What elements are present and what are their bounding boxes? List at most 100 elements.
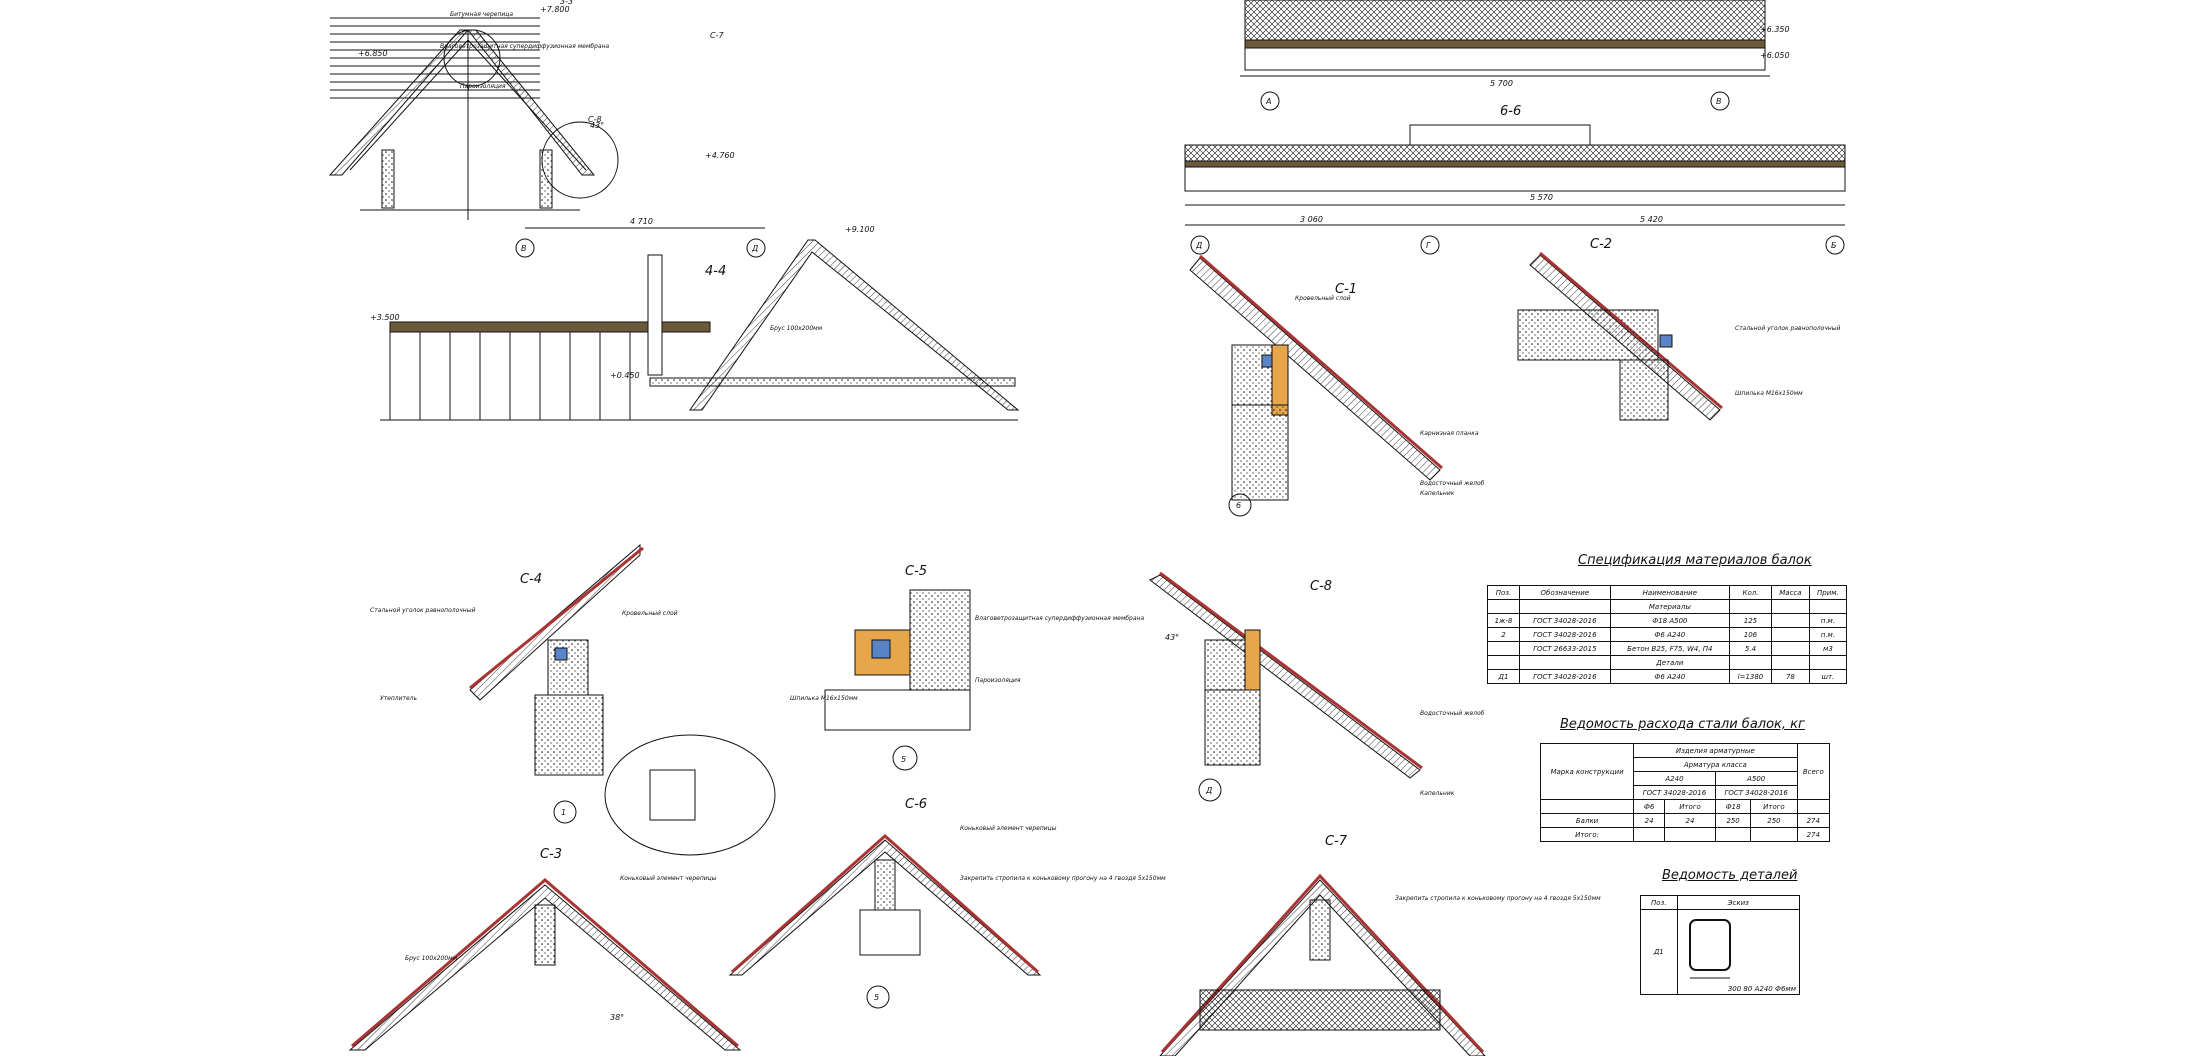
cell	[1750, 827, 1798, 842]
roof-slope-right	[466, 29, 596, 176]
steel-h-total: Всего	[1796, 743, 1831, 800]
table-row: Итого:274	[1539, 827, 1831, 842]
c5-axis: 5	[901, 755, 906, 764]
cell: 78	[1771, 669, 1810, 684]
cell: 2	[1487, 627, 1520, 642]
anno-4-4: Брус 100х200мм	[770, 325, 823, 332]
details-dim: 300	[1727, 985, 1742, 993]
mark-c6: С-6	[905, 797, 927, 812]
cell: ГОСТ 34028-2016	[1518, 613, 1611, 628]
mark-6-6: 6-6	[1500, 104, 1521, 119]
c2-bolt	[1659, 334, 1673, 348]
details-table: Поз. Эскиз Д1 300 80 А240 Ф6мм	[1640, 894, 1801, 995]
table-row: Д1 300 80 А240 Ф6мм	[1640, 909, 1801, 995]
elev-7800: +7.800	[540, 5, 570, 14]
elev-3500: +3.500	[370, 313, 400, 322]
c2-anno-2: Шпилька М16х150мм	[1735, 390, 1803, 397]
steel-h-a500: А500	[1714, 771, 1798, 786]
cell: ГОСТ 34028-2016	[1518, 669, 1611, 684]
dim-5700: 5 700	[1490, 79, 1513, 88]
angle-43: 43°	[590, 121, 604, 130]
cell: шт.	[1808, 669, 1848, 684]
cell	[1633, 827, 1666, 842]
steel-h-products: Изделия арматурные	[1633, 743, 1798, 758]
cell: Ф18	[1714, 799, 1752, 814]
mark-c4: С-4	[520, 572, 542, 587]
cell: Ф6	[1633, 799, 1666, 814]
legend-text-1: Битумная черепица	[450, 11, 513, 18]
c1-bolt	[1261, 354, 1273, 368]
node-c4: С-4 1 Стальной уголок равнополочный Утеп…	[370, 543, 776, 856]
elev-6350: +6.350	[1760, 25, 1790, 34]
axis-v2: В	[1716, 97, 1722, 106]
steel-h-gost1: ГОСТ 34028-2016	[1633, 785, 1716, 800]
mark-c8: С-8	[1310, 579, 1332, 594]
elev-9100: +9.100	[845, 225, 875, 234]
c6-axis: 5	[874, 993, 879, 1002]
c6-ridge	[874, 859, 896, 911]
cell	[1664, 827, 1716, 842]
steel-h-gost2: ГОСТ 34028-2016	[1714, 785, 1798, 800]
c3-anno-2: Коньковый элемент черепицы	[620, 875, 717, 882]
axis-g: Г	[1426, 241, 1431, 250]
steel-h-mark: Марка конструкции	[1539, 743, 1635, 800]
node-c2: С-2 Стальной уголок равнополочный Шпильк…	[1517, 237, 1840, 421]
c2-anno-1: Стальной уголок равнополочный	[1735, 325, 1840, 332]
spec-section-row: Детали	[1487, 655, 1848, 670]
dim-3060: 3 060	[1300, 215, 1323, 224]
cell: Итого	[1664, 799, 1716, 814]
spec-header-row: Поз. Обозначение Наименование Кол. Масса…	[1487, 585, 1848, 600]
c8-mauerlat	[1244, 629, 1261, 691]
node-c5: С-5 5 Влаговетрозащитная супердиффузионн…	[790, 564, 1144, 771]
c5-floor	[824, 689, 971, 731]
details-note: А240 Ф6мм	[1754, 985, 1796, 993]
cell: ГОСТ 34028-2016	[1518, 627, 1611, 642]
details-sketch-cell: 300 80 А240 Ф6мм	[1676, 909, 1801, 995]
details-header-row: Поз. Эскиз	[1640, 894, 1801, 911]
c1-axis: 6	[1236, 501, 1241, 510]
spec-section-materials: Материалы	[1609, 599, 1730, 614]
elev-6050: +6.050	[1760, 51, 1790, 60]
cell: 24	[1664, 813, 1716, 828]
c1-anno-4: Капельник	[1420, 490, 1455, 497]
axis-b: Б	[1831, 241, 1837, 250]
cell: Балки	[1539, 813, 1635, 828]
spec-h-pos: Поз.	[1487, 585, 1520, 600]
c1-anno-3: Водосточный желоб	[1420, 480, 1485, 487]
c5-anno-2: Пароизоляция	[975, 677, 1021, 684]
wall-left	[381, 149, 395, 209]
c4-anno-2: Утеплитель	[380, 695, 418, 702]
c8-axis: Д	[1205, 786, 1212, 795]
spec-h-designation: Обозначение	[1518, 585, 1611, 600]
axis-v: В	[521, 244, 527, 253]
c8-anno-2: Капельник	[1420, 790, 1455, 797]
mark-c7: С-7	[1325, 834, 1348, 849]
node-c3: С-3 38° Брус 100х200мм Коньковый элемент…	[348, 847, 742, 1051]
c2-beam	[1619, 359, 1669, 421]
c4-axis: 1	[561, 808, 566, 817]
cell	[1714, 827, 1752, 842]
c8-wall	[1204, 689, 1261, 766]
c3-ridge	[534, 904, 556, 966]
details-dim2: 80	[1743, 985, 1753, 993]
spec-table-title: Спецификация материалов балок	[1578, 553, 1812, 568]
cell: Итого:	[1539, 827, 1635, 842]
c1-wall	[1231, 404, 1289, 501]
c6-roof	[728, 839, 1042, 976]
node-c8: С-8 Д 43° Водосточный желоб Капельник	[1149, 571, 1485, 802]
c1-anno-2: Карнизная планка	[1420, 430, 1479, 437]
elev-0450: +0.450	[610, 371, 640, 380]
c1-beam	[1231, 344, 1273, 406]
insulation-band-2	[1184, 144, 1846, 162]
section-4-4: 4-4 +9.100 +3.500 +0.450 Брус 100х200мм	[370, 225, 1020, 421]
mark-c2: С-2	[1590, 237, 1612, 252]
spec-h-qty: Кол.	[1728, 585, 1773, 600]
dim-5570: 5 570	[1530, 193, 1553, 202]
c7-insulation	[1199, 989, 1441, 1031]
steel-table-title: Ведомость расхода стали балок, кг	[1560, 717, 1805, 732]
insulation-band-1	[1244, 0, 1766, 41]
c7-ridge	[1309, 899, 1331, 961]
